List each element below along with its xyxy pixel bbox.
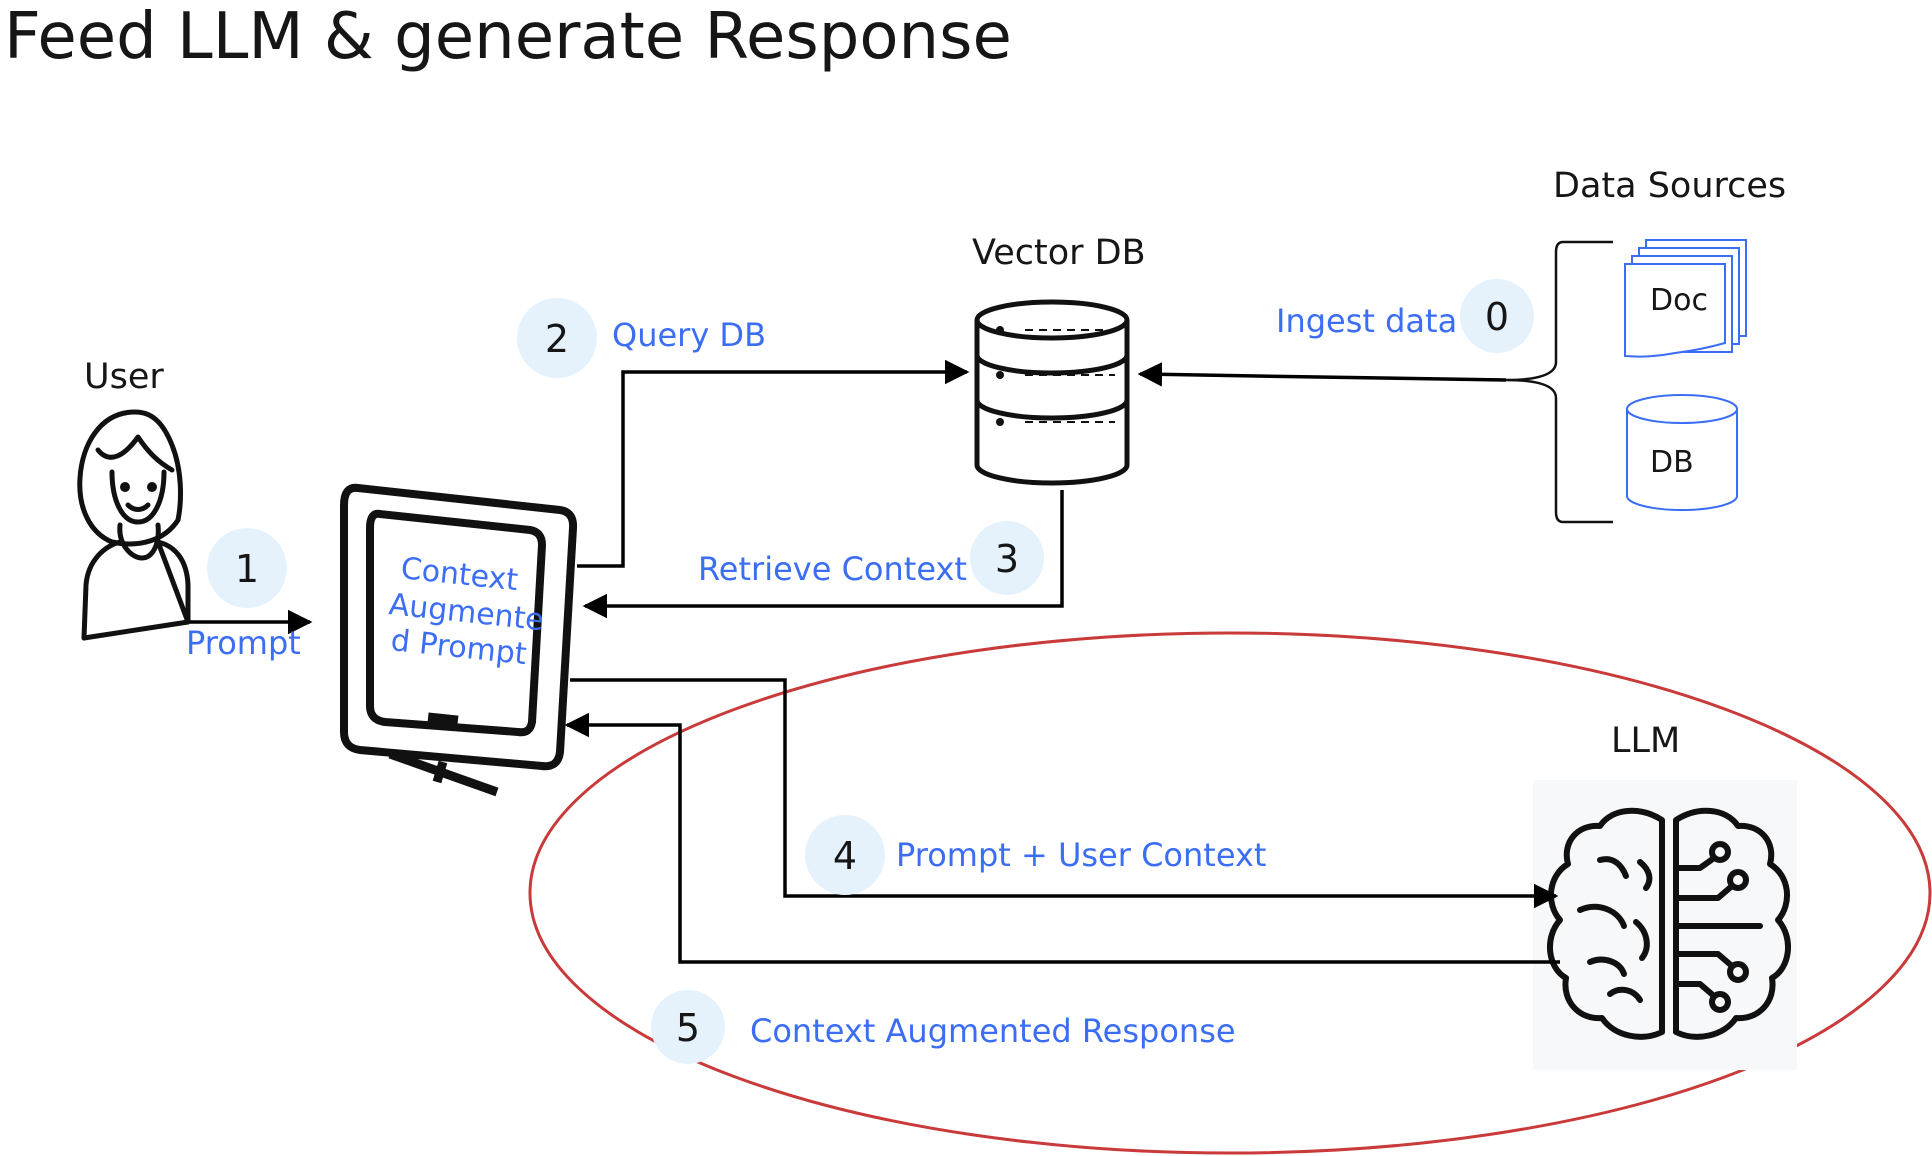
step-1-number: 1 — [235, 547, 259, 591]
data-sources-label: Data Sources — [1553, 166, 1786, 206]
query-db-arrow — [577, 359, 970, 568]
monitor-icon — [340, 483, 578, 797]
user-icon — [77, 409, 191, 641]
step-0: 0 Ingest data — [1276, 279, 1534, 353]
step-4-label: Prompt + User Context — [896, 836, 1266, 874]
retrieve-context-arrow — [582, 490, 1064, 619]
step-2: 2 Query DB — [517, 298, 766, 378]
prompt-user-context-arrow — [570, 678, 1559, 909]
step-1-badge — [207, 528, 287, 608]
database-icon — [1626, 394, 1738, 511]
step-5: 5 Context Augmented Response — [651, 990, 1236, 1064]
step-3-number: 3 — [995, 537, 1019, 581]
vector-db-icon — [974, 299, 1130, 486]
document-stack-icon — [1624, 239, 1747, 358]
highlight-ellipse — [528, 631, 1932, 1155]
user-label: User — [84, 357, 164, 397]
step-5-label: Context Augmented Response — [750, 1012, 1236, 1050]
step-2-label: Query DB — [612, 316, 766, 354]
data-sources-brace — [1505, 240, 1613, 524]
ingest-data-arrow — [1137, 362, 1507, 387]
page-title: Feed LLM & generate Response — [4, 0, 1012, 74]
step-4: 4 Prompt + User Context — [805, 815, 1266, 895]
step-4-number: 4 — [833, 834, 857, 878]
llm-label: LLM — [1611, 721, 1680, 761]
doc-label: Doc — [1650, 283, 1708, 318]
step-2-badge — [517, 298, 597, 378]
step-0-badge — [1460, 279, 1534, 353]
step-0-number: 0 — [1485, 295, 1509, 339]
vector-db-label: Vector DB — [972, 233, 1146, 273]
step-3-label: Retrieve Context — [698, 550, 967, 588]
context-augmented-response-arrow — [564, 712, 1560, 964]
step-1-label: Prompt — [186, 624, 301, 662]
step-5-number: 5 — [676, 1006, 700, 1050]
step-1: 1 Prompt — [186, 528, 301, 662]
step-2-number: 2 — [545, 317, 569, 361]
step-3: 3 Retrieve Context — [698, 521, 1044, 595]
db-label: DB — [1650, 445, 1694, 480]
step-5-badge — [651, 990, 725, 1064]
brain-circuit-icon — [1546, 807, 1792, 1040]
step-4-badge — [805, 815, 885, 895]
step-3-badge — [970, 521, 1044, 595]
step-0-label: Ingest data — [1276, 302, 1457, 340]
